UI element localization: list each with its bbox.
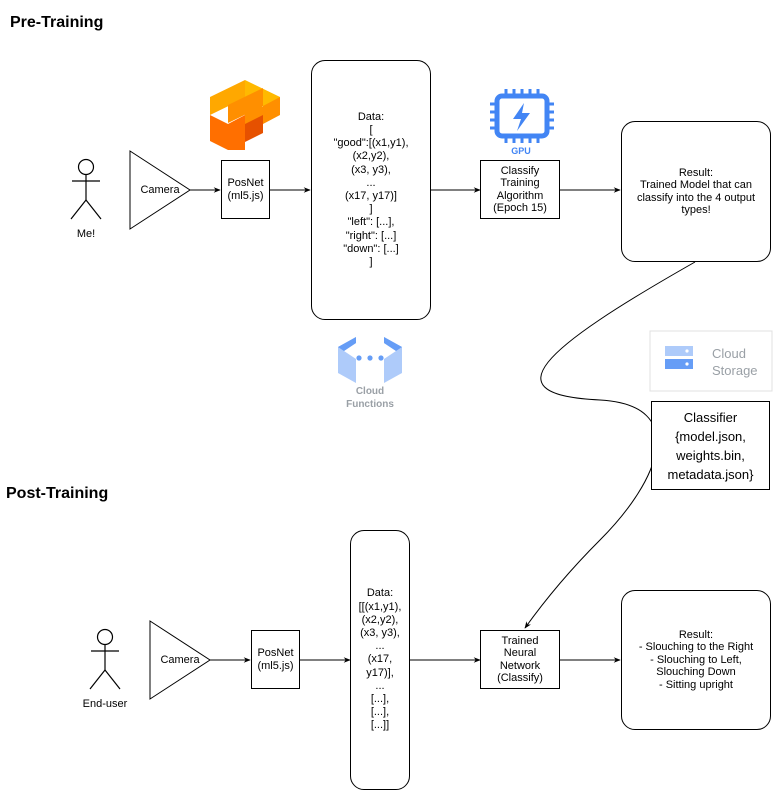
- post-data-line: [...],: [370, 706, 390, 719]
- training-line: Classify: [500, 164, 540, 177]
- post-camera-label: Camera: [160, 654, 200, 666]
- pre-data-line: [: [369, 123, 373, 136]
- post-posnet-box: PosNet (ml5.js): [251, 630, 300, 689]
- network-line: Network: [499, 659, 541, 672]
- cloud-functions-line: Cloud: [355, 386, 385, 397]
- classifier-line: {model.json,: [675, 428, 746, 444]
- pre-data-line: "down": [...]: [343, 242, 399, 255]
- cloud-functions-line: Functions: [346, 398, 394, 410]
- post-training-title: Post-Training: [6, 485, 109, 502]
- cloud-storage-icon: [649, 330, 773, 392]
- classifier-line: Classifier: [683, 409, 738, 425]
- post-data-line: Data:: [366, 587, 394, 600]
- post-data-box: Data: [[(x1,y1), (x2,y2), (x3, y3), ... …: [350, 530, 410, 790]
- end-user-actor-icon: [89, 628, 121, 690]
- network-line: (Classify): [497, 672, 543, 684]
- classifier-line: weights.bin,: [676, 447, 745, 463]
- post-result-line: Slouching Down: [656, 666, 736, 679]
- pre-posnet-line: PosNet: [227, 177, 264, 189]
- pre-result-box: Result: Trained Model that can classify …: [621, 121, 771, 262]
- pre-result-line: Result:: [678, 166, 714, 179]
- cloud-functions-icon: [338, 337, 402, 383]
- post-data-line: [...]]: [370, 719, 390, 732]
- cloud-storage-line: Storage: [712, 363, 758, 378]
- post-result-line: - Sitting upright: [659, 678, 733, 691]
- network-line: Trained: [501, 634, 539, 647]
- classifier-line: metadata.json}: [667, 466, 754, 482]
- me-actor-icon: [70, 158, 102, 220]
- pre-camera-shape: [129, 150, 191, 230]
- pre-posnet-line: (ml5.js): [227, 189, 264, 202]
- end-user-actor-label: End-user: [82, 698, 128, 710]
- post-camera-shape: [149, 620, 211, 700]
- pre-data-line: ]: [369, 203, 373, 216]
- pre-data-line: "good":[(x1,y1),: [333, 137, 409, 150]
- training-line: Algorithm: [496, 189, 544, 202]
- model-transfer-curve: [524, 261, 696, 629]
- pre-training-title: Pre-Training: [10, 14, 104, 31]
- cloud-functions-label: Cloud Functions: [330, 386, 410, 411]
- pre-result-line: types!: [681, 204, 711, 216]
- training-algorithm-box: Classify Training Algorithm (Epoch 15): [480, 160, 560, 219]
- cloud-storage-label: Cloud Storage: [712, 345, 772, 379]
- post-result-box: Result: - Slouching to the Right - Slouc…: [621, 590, 771, 730]
- post-data-line: [...],: [370, 693, 390, 705]
- pre-data-line: (x17, y17)]: [345, 190, 397, 202]
- pre-data-box: Data: [ "good":[(x1,y1), (x2,y2), (x3, y…: [311, 60, 431, 320]
- pre-data-line: "left": [...],: [347, 216, 395, 229]
- pre-data-line: ]: [369, 256, 373, 269]
- post-data-line: ...: [375, 679, 385, 692]
- pre-camera-label: Camera: [140, 184, 180, 196]
- post-data-line: (x2,y2),: [361, 613, 399, 626]
- pre-data-line: Data:: [357, 110, 385, 123]
- post-result-line: - Slouching to the Right: [638, 641, 754, 654]
- post-data-line: y17)],: [366, 666, 394, 679]
- pre-data-line: "right": [...]: [345, 229, 397, 242]
- network-line: Neural: [503, 647, 537, 659]
- training-line: (Epoch 15): [493, 202, 547, 214]
- pre-data-line: (x3, y3),: [351, 163, 391, 176]
- pre-posnet-box: PosNet (ml5.js): [221, 160, 270, 219]
- tensorflow-logo-icon: [210, 80, 280, 150]
- pre-data-line: ...: [366, 176, 376, 189]
- post-data-line: (x3, y3),: [360, 626, 400, 639]
- post-result-line: - Slouching to Left,: [650, 653, 742, 666]
- pre-result-line: classify into the 4 output: [636, 191, 755, 204]
- post-data-line: (x17,: [367, 653, 393, 666]
- pre-data-line: (x2,y2),: [352, 150, 390, 163]
- post-data-line: [[(x1,y1),: [358, 600, 402, 613]
- pre-result-line: Trained Model that can: [639, 179, 753, 191]
- post-data-line: ...: [375, 640, 385, 653]
- classifier-box: Classifier {model.json, weights.bin, met…: [651, 401, 770, 490]
- post-posnet-line: (ml5.js): [257, 659, 294, 672]
- cloud-storage-line: Cloud: [712, 346, 746, 361]
- me-actor-label: Me!: [76, 228, 96, 240]
- training-line: Training: [500, 177, 540, 189]
- trained-network-box: Trained Neural Network (Classify): [480, 630, 560, 689]
- post-result-line: Result:: [678, 628, 714, 641]
- post-posnet-line: PosNet: [257, 647, 294, 659]
- gpu-label: GPU: [511, 146, 531, 156]
- gpu-chip-icon: [490, 89, 554, 143]
